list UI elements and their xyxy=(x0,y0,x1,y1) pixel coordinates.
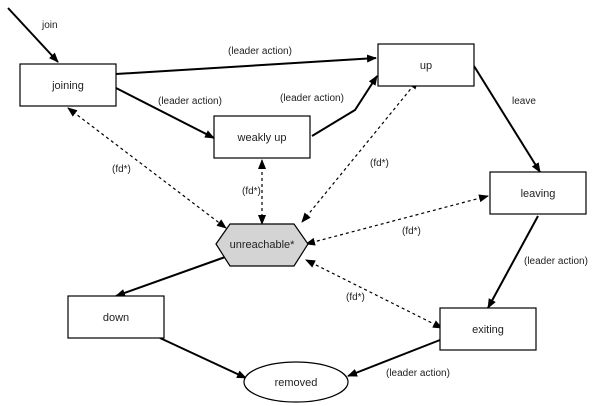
label-weakly-up-to-up: (leader action) xyxy=(280,93,344,104)
label-leaving-to-exiting: (leader action) xyxy=(524,256,588,267)
edge-fd-leaving xyxy=(305,194,489,246)
label-fd-leaving: (fd*) xyxy=(402,226,421,237)
state-exiting: exiting xyxy=(439,307,537,351)
label-joining-to-up: (leader action) xyxy=(228,46,292,57)
state-leaving: leaving xyxy=(489,171,587,215)
edge-fd-joining xyxy=(67,107,227,229)
state-weakly-up: weakly up xyxy=(213,115,311,159)
state-exiting-label: exiting xyxy=(472,324,504,336)
state-removed: removed xyxy=(243,361,349,403)
state-down-label: down xyxy=(103,312,129,324)
state-unreachable-label: unreachable* xyxy=(230,239,296,251)
label-up-to-leaving: leave xyxy=(512,96,536,107)
state-unreachable: unreachable* xyxy=(215,223,309,267)
edge-leaving-to-exiting xyxy=(487,215,539,309)
edge-labels: join (leader action) (leader action) (le… xyxy=(41,20,588,379)
edge-down-to-removed xyxy=(159,337,247,379)
edge-join xyxy=(7,7,59,63)
state-weakly-up-label: weakly up xyxy=(237,132,287,144)
edge-weakly-up-to-up xyxy=(311,75,378,137)
state-up-label: up xyxy=(420,60,432,72)
edge-exiting-to-removed xyxy=(347,339,441,377)
label-fd-joining: (fd*) xyxy=(112,164,131,175)
state-joining: joining xyxy=(19,63,117,107)
edge-joining-to-up xyxy=(115,54,377,75)
state-joining-label: joining xyxy=(51,80,84,92)
edge-fd-exiting xyxy=(305,259,443,329)
edge-unreachable-to-down xyxy=(115,255,229,297)
label-join: join xyxy=(41,20,58,31)
state-up: up xyxy=(377,43,475,87)
label-fd-weakly-up: (fd*) xyxy=(242,186,261,197)
dashed-edges xyxy=(67,79,489,329)
state-leaving-label: leaving xyxy=(521,188,556,200)
label-exiting-to-removed: (leader action) xyxy=(386,368,450,379)
state-down: down xyxy=(67,295,165,339)
label-fd-exiting: (fd*) xyxy=(346,292,365,303)
label-fd-up: (fd*) xyxy=(370,158,389,169)
edge-up-to-leaving xyxy=(473,65,541,173)
label-joining-to-weakly-up: (leader action) xyxy=(158,96,222,107)
state-removed-label: removed xyxy=(275,377,318,389)
